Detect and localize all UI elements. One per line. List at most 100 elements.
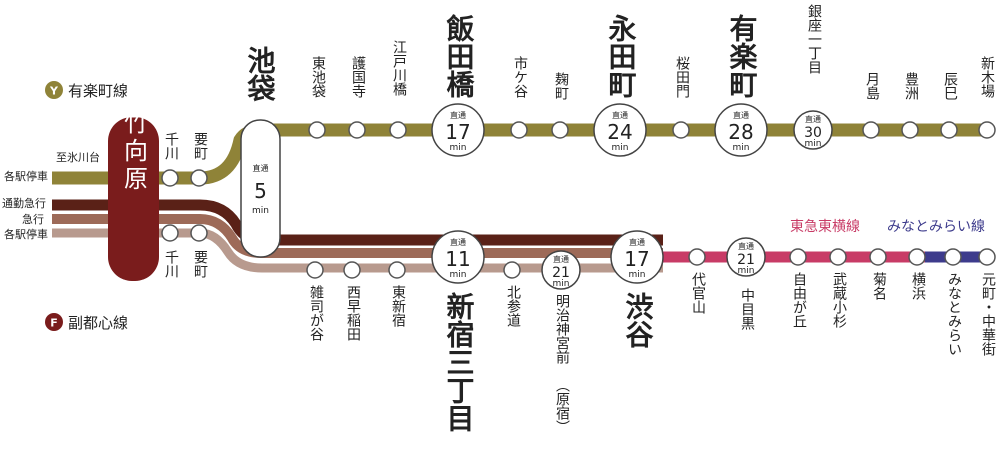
svg-text:21: 21 [737,252,755,268]
station-tatsumi: 辰巳 [940,72,958,139]
svg-text:自由が丘: 自由が丘 [791,272,807,328]
svg-text:元町・中華街: 元町・中華街 [980,272,996,356]
svg-text:28: 28 [728,120,753,144]
minatomirai-line-label: みなとみらい線 [887,219,985,235]
svg-text:min: min [450,143,467,153]
svg-text:菊名: 菊名 [871,272,887,300]
svg-text:中目黒: 中目黒 [739,288,755,331]
station-shibuya: 渋谷 直通 17 min [610,230,664,348]
yurakucho-line-mark-letter: Y [49,85,59,98]
svg-text:明治神宮前: 明治神宮前 [554,294,570,365]
station-yurakucho: 有楽町 直通 28 min [714,14,768,157]
svg-text:市ケ谷: 市ケ谷 [512,55,528,98]
svg-text:千川: 千川 [163,132,179,160]
svg-text:直通: 直通 [629,237,645,247]
station-zoshigaya: 雑司が谷 [306,261,324,341]
svg-text:min: min [629,270,646,280]
svg-text:新宿三丁目: 新宿三丁目 [443,292,476,432]
svg-text:銀座一丁目: 銀座一丁目 [806,4,822,74]
svg-text:辰巳: 辰巳 [942,72,958,100]
svg-text:直通: 直通 [805,114,821,124]
toyoko-line-label: 東急東横線 [790,219,860,235]
station-nishi-waseda: 西早稲田 [343,261,361,341]
station-minatomirai: みなとみらい [944,248,962,356]
svg-text:30: 30 [804,125,822,141]
svg-text:武蔵小杉: 武蔵小杉 [831,272,847,328]
svg-text:北参道: 北参道 [505,285,521,328]
station-ginza-itchome: 銀座一丁目 直通 30 min [793,4,833,150]
station-yokohama: 横浜 [908,248,926,300]
svg-text:直通: 直通 [450,237,466,247]
svg-text:護国寺: 護国寺 [350,56,366,98]
legend-yurakucho: Y 有楽町線 [45,81,128,100]
svg-text:要町: 要町 [192,132,208,160]
station-edogawabashi: 江戸川橋 [389,40,407,139]
station-nagatacho: 永田町 直通 24 min [593,14,647,157]
label-hikawadai-direction: 至氷川台 [56,150,100,164]
svg-text:24: 24 [607,120,632,144]
svg-text:月島: 月島 [864,72,880,100]
svg-text:min: min [805,139,822,149]
svg-text:直通: 直通 [612,110,628,120]
yurakucho-line-mark [45,81,63,99]
station-kikuna: 菊名 [869,248,887,300]
svg-text:17: 17 [624,247,649,271]
svg-text:min: min [450,270,467,280]
station-kitasando: 北参道 [503,261,521,328]
ikebukuro-unit: min [252,206,269,216]
station-senkawa-bottom: 千川 [161,224,179,278]
svg-text:有楽町: 有楽町 [726,14,759,98]
fukutoshin-line-legend-label: 副都心線 [68,314,128,332]
label-commuter-express: 通勤急行 [2,196,46,210]
label-bottom-local: 各駅停車 [4,227,48,241]
station-musashi-kosugi: 武蔵小杉 [829,248,847,328]
svg-text:みなとみらい: みなとみらい [946,272,962,356]
svg-text:直通: 直通 [733,110,749,120]
svg-text:飯田橋: 飯田橋 [443,13,476,98]
svg-text:千川: 千川 [163,250,179,278]
svg-text:新木場: 新木場 [979,56,995,98]
svg-text:雑司が谷: 雑司が谷 [308,285,324,341]
svg-text:直通: 直通 [738,241,754,251]
station-gokokuji: 護国寺 [348,56,366,139]
station-shinkiba: 新木場 [978,56,996,139]
station-nakameguro: 中目黒 直通 21 min [726,237,766,331]
svg-text:要町: 要町 [192,250,208,278]
svg-text:min: min [738,266,755,276]
station-kanamecho-top: 要町 [190,132,208,187]
svg-text:（原宿）: （原宿） [554,378,570,434]
station-higashi-ikebukuro: 東池袋 [308,56,326,139]
ikebukuro-box [240,119,281,258]
svg-text:桜田門: 桜田門 [674,56,690,99]
station-kojimachi: 麹町 [551,71,569,139]
station-senkawa-top: 千川 [161,132,179,187]
ikebukuro-name: 池袋 [244,46,277,102]
svg-text:min: min [733,143,750,153]
svg-text:永田町: 永田町 [605,14,638,98]
station-shinjuku-sanchome: 新宿三丁目 直通 11 min [431,230,485,432]
yurakucho-line-legend-label: 有楽町線 [68,82,128,100]
station-jiyugaoka: 自由が丘 [789,248,807,328]
svg-text:渋谷: 渋谷 [622,292,655,348]
fukutoshin-line-mark [45,313,63,331]
label-express: 急行 [22,212,44,226]
station-toyosu: 豊洲 [901,72,919,139]
svg-text:11: 11 [445,247,470,271]
svg-text:横浜: 横浜 [910,272,926,300]
svg-text:東池袋: 東池袋 [310,56,326,98]
ikebukuro-time: 5 [254,179,267,203]
station-kanamecho-bottom: 要町 [190,224,208,278]
station-meiji-jingumae: 明治神宮前 （原宿） 直通 21 min [541,250,581,434]
svg-text:西早稲田: 西早稲田 [345,285,361,341]
station-motomachi-chukagai: 元町・中華街 [978,248,996,356]
svg-text:麹町: 麹町 [553,71,569,100]
station-tsukishima: 月島 [862,72,880,139]
svg-text:代官山: 代官山 [690,272,706,314]
svg-text:直通: 直通 [553,254,569,264]
svg-text:min: min [553,279,570,289]
label-top-local: 各駅停車 [4,169,48,183]
svg-text:東新宿: 東新宿 [390,285,406,327]
station-sakuradamon: 桜田門 [672,56,690,139]
origin-station-name: 小竹向原 [120,82,148,194]
